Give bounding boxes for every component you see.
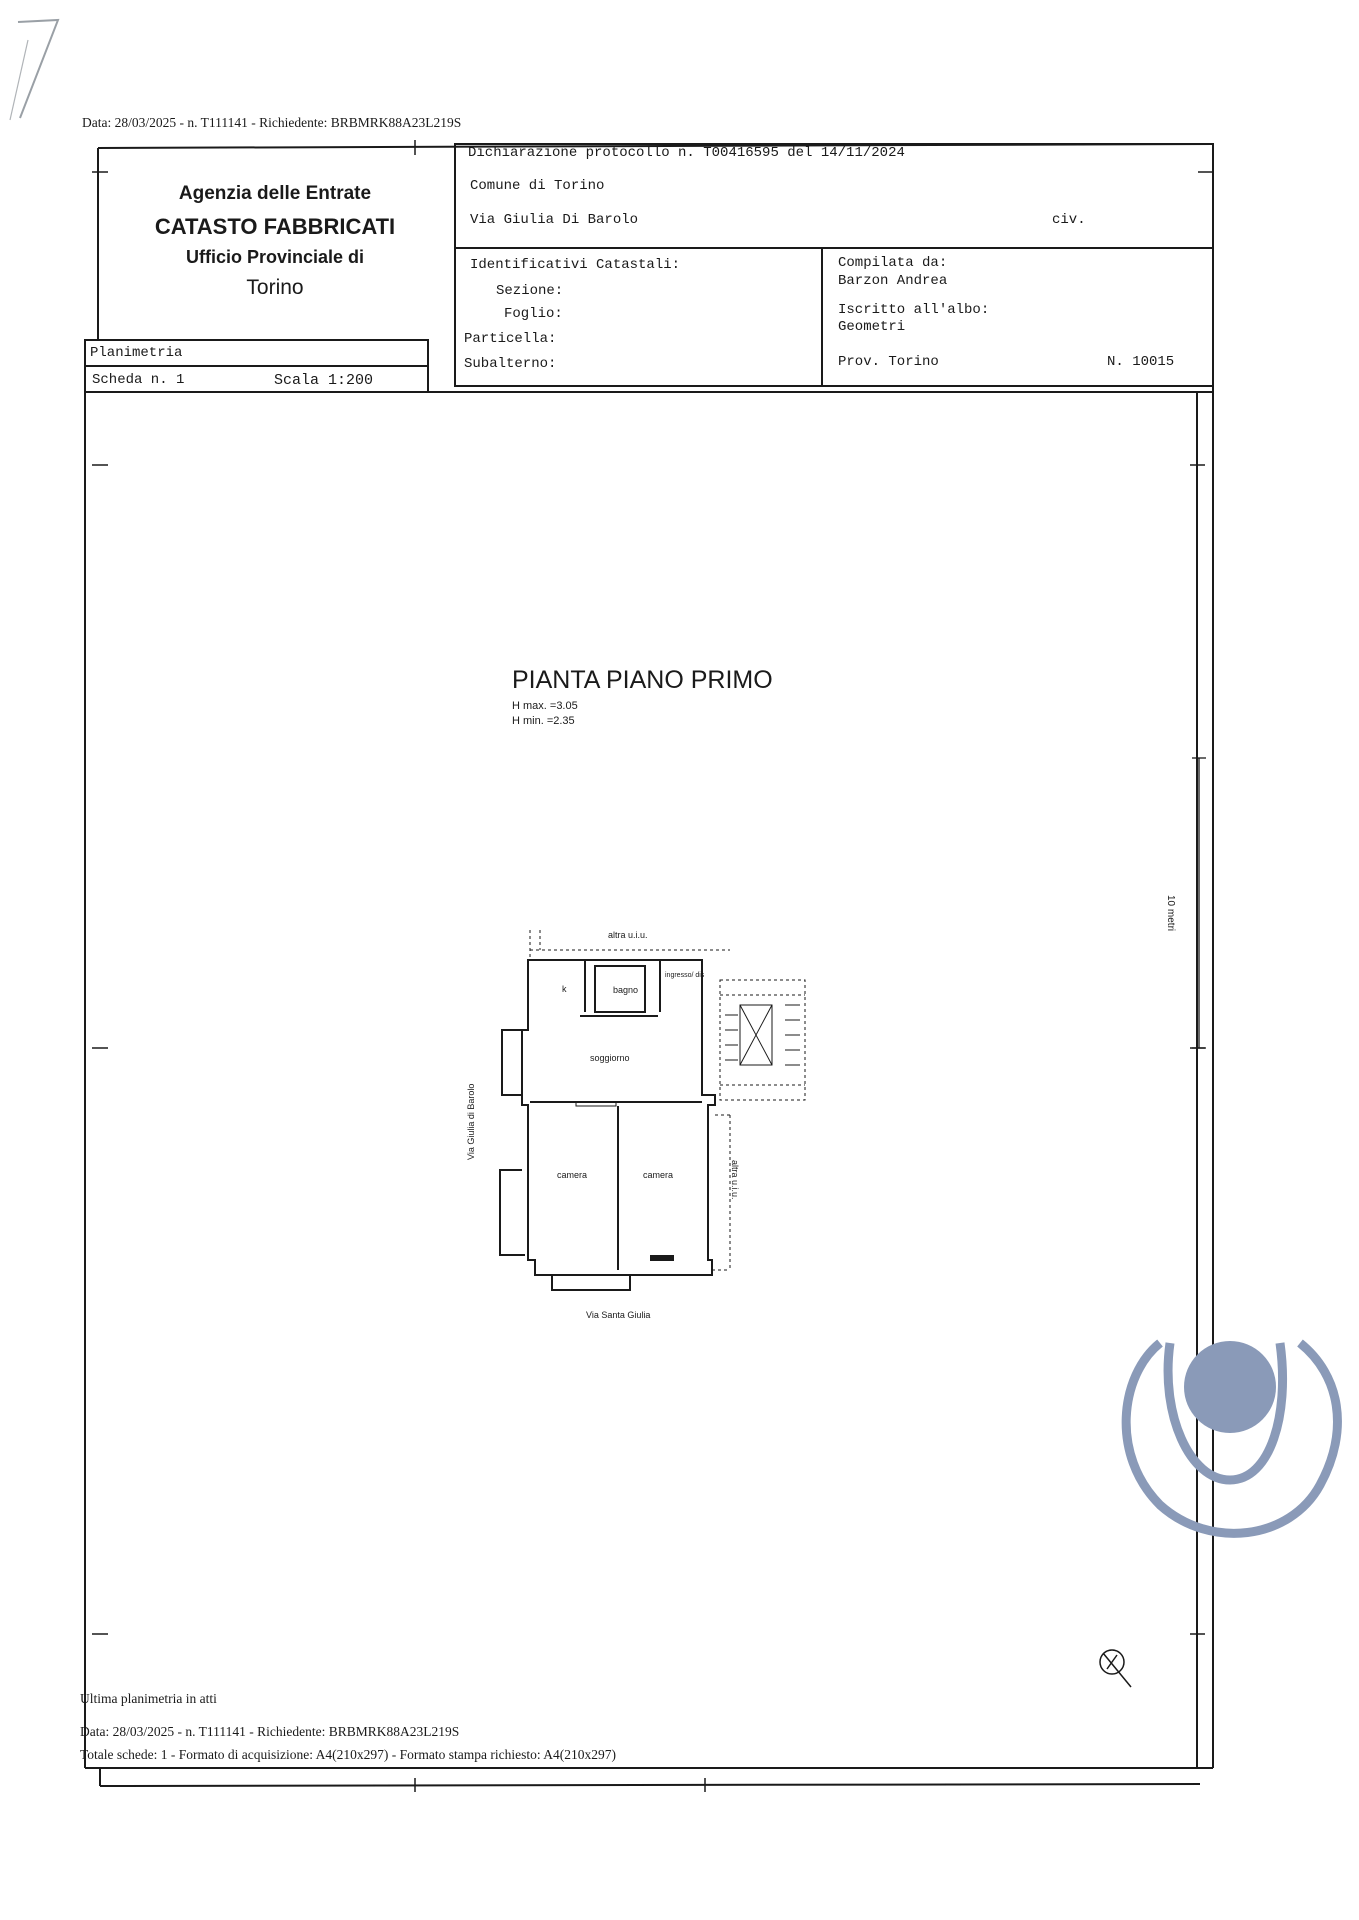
catasto-title: CATASTO FABBRICATI <box>154 214 396 239</box>
plan-hmax: H max. =3.05 <box>512 700 578 712</box>
room-camera-1: camera <box>557 1170 588 1180</box>
foglio-label: Foglio: <box>504 306 563 322</box>
albo-label: Iscritto all'albo: <box>838 302 990 318</box>
footer-totale-line: Totale schede: 1 - Formato di acquisizio… <box>80 1747 616 1762</box>
protocol-line: Dichiarazione protocollo n. T00416595 de… <box>468 145 905 161</box>
corner-mark <box>9 18 60 121</box>
civ-label: civ. <box>1052 212 1086 228</box>
identificativi-title: Identificativi Catastali: <box>470 257 681 273</box>
room-ingresso: ingresso/ dis <box>665 972 705 979</box>
room-soggiorno: soggiorno <box>590 1053 630 1063</box>
prov-label: Prov. Torino <box>838 354 939 370</box>
via-line: Via Giulia Di Barolo <box>470 212 639 228</box>
sezione-label: Sezione: <box>496 283 564 299</box>
watermark-logo-icon <box>1121 1339 1342 1538</box>
scheda-label: Scheda n. 1 <box>92 372 185 388</box>
footer-ultima-planimetria: Ultima planimetria in atti <box>80 1691 217 1706</box>
room-altra-uiu-side: altra u.i.u. <box>730 1160 740 1200</box>
particella-label: Particella: <box>464 331 557 347</box>
ufficio-label: Ufficio Provinciale di <box>185 247 365 267</box>
room-bagno: bagno <box>613 985 639 995</box>
comune-line: Comune di Torino <box>470 178 605 194</box>
subalterno-label: Subalterno: <box>464 356 557 372</box>
street-left-label: Via Giulia di Barolo <box>466 1083 476 1160</box>
albo-value: Geometri <box>838 319 906 335</box>
scala-label: Scala 1:200 <box>274 372 374 389</box>
street-bottom-label: Via Santa Giulia <box>586 1310 651 1320</box>
scale-bar-label: 10 metri <box>1165 895 1176 932</box>
scale-bar <box>1192 757 1206 1049</box>
iscrizione-number: N. 10015 <box>1107 354 1175 370</box>
compilata-name: Barzon Andrea <box>838 273 948 289</box>
floor-plan <box>499 930 806 1291</box>
ufficio-city: Torino <box>246 276 304 299</box>
north-compass-icon <box>1099 1649 1132 1688</box>
footer-data-line: Data: 28/03/2025 - n. T111141 - Richiede… <box>80 1724 460 1739</box>
compilata-label: Compilata da: <box>838 255 948 271</box>
agency-name: Agenzia delle Entrate <box>178 183 372 204</box>
room-camera-2: camera <box>643 1170 674 1180</box>
planimetria-label: Planimetria <box>90 345 183 361</box>
room-altra-uiu-top: altra u.i.u. <box>608 930 648 940</box>
plan-hmin: H min. =2.35 <box>512 715 575 727</box>
header-request-line: Data: 28/03/2025 - n. T111141 - Richiede… <box>82 115 462 130</box>
room-k: k <box>562 984 567 994</box>
plan-title: PIANTA PIANO PRIMO <box>512 666 773 694</box>
